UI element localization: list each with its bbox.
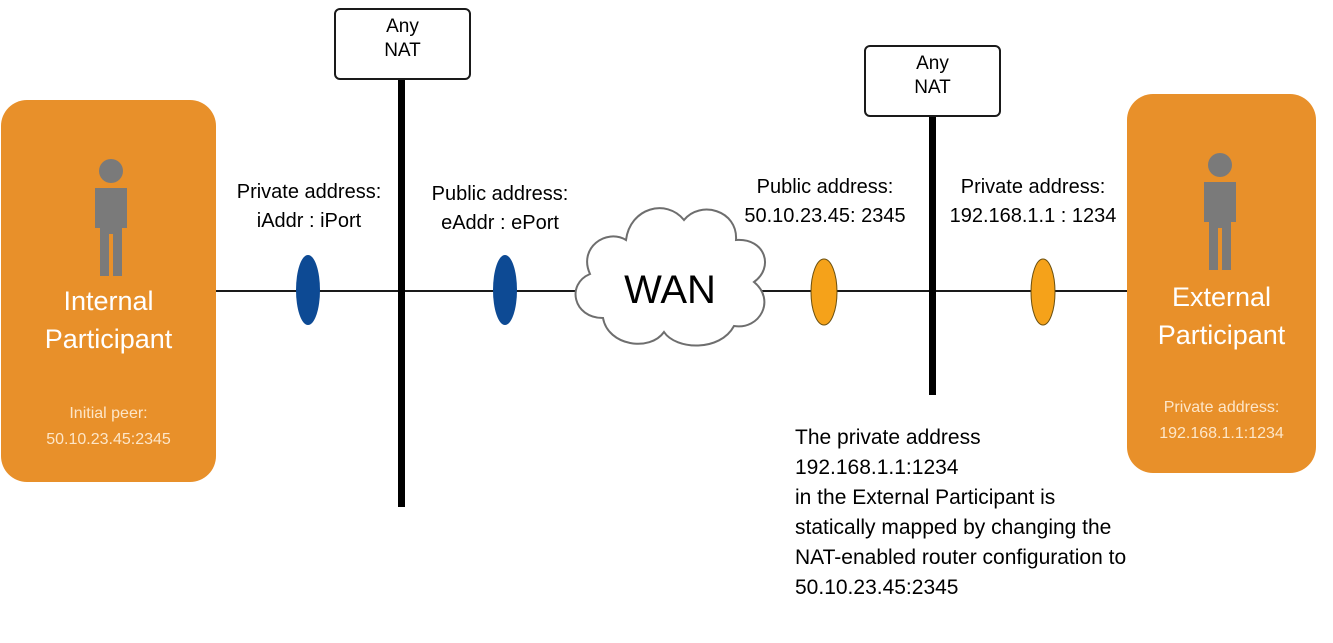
- internal-sub-line1: Initial peer:: [69, 405, 148, 422]
- endpoint-private-left: [296, 255, 320, 325]
- mapping-note-line: The private address: [795, 426, 981, 449]
- person-icon: [1204, 153, 1236, 270]
- internal-title-line2: Participant: [44, 324, 173, 354]
- mapping-note-line: NAT-enabled router configuration to: [795, 546, 1127, 569]
- endpoint-public-left: [493, 255, 517, 325]
- nat-box-right: Any NAT: [864, 45, 1001, 117]
- label-public-left-line1: Public address:: [431, 183, 569, 205]
- nat-box-right-line2: NAT: [914, 77, 951, 98]
- mapping-note-line: in the External Participant is: [795, 486, 1056, 509]
- internal-sub-line2: 50.10.23.45:2345: [46, 431, 171, 448]
- external-participant: External Participant Private address: 19…: [1127, 94, 1316, 473]
- label-public-right-line1: Public address:: [756, 176, 894, 198]
- mapping-note-line: 50.10.23.45:2345: [795, 576, 959, 599]
- wan-label: WAN: [624, 268, 716, 312]
- internal-participant: Internal Participant Initial peer: 50.10…: [1, 100, 216, 482]
- cloud-icon: [574, 207, 766, 347]
- mapping-note: The private address 192.168.1.1:1234 in …: [795, 423, 1126, 603]
- label-private-right: Private address: 192.168.1.1 : 1234: [938, 173, 1128, 231]
- nat-box-left: Any NAT: [334, 8, 471, 80]
- internal-title-line1: Internal: [63, 286, 154, 316]
- external-sub-line1: Private address:: [1163, 399, 1280, 416]
- person-icon: [95, 159, 127, 276]
- nat-box-right-line1: Any: [916, 53, 949, 74]
- external-title-line1: External: [1171, 282, 1272, 312]
- nat-box-left-line2: NAT: [384, 40, 421, 61]
- nat-pole-right: [929, 117, 936, 395]
- endpoint-private-right: [1030, 258, 1056, 326]
- label-private-left-line1: Private address:: [236, 181, 382, 203]
- nat-box-left-line1: Any: [386, 16, 419, 37]
- label-private-left-line2: iAddr : iPort: [256, 210, 362, 232]
- label-public-right-line2: 50.10.23.45: 2345: [744, 205, 906, 227]
- external-title-line2: Participant: [1157, 320, 1286, 350]
- label-public-left: Public address: eAddr : ePort: [418, 180, 582, 238]
- endpoint-public-right: [810, 258, 838, 326]
- mapping-note-line: 192.168.1.1:1234: [795, 456, 959, 479]
- label-private-right-line2: 192.168.1.1 : 1234: [949, 205, 1117, 227]
- label-private-right-line1: Private address:: [960, 176, 1106, 198]
- nat-pole-left: [398, 79, 405, 507]
- external-sub-line2: 192.168.1.1:1234: [1159, 425, 1284, 442]
- label-private-left: Private address: iAddr : iPort: [224, 178, 394, 236]
- mapping-note-line: statically mapped by changing the: [795, 516, 1112, 539]
- label-public-right: Public address: 50.10.23.45: 2345: [736, 173, 914, 231]
- label-public-left-line2: eAddr : ePort: [441, 212, 559, 234]
